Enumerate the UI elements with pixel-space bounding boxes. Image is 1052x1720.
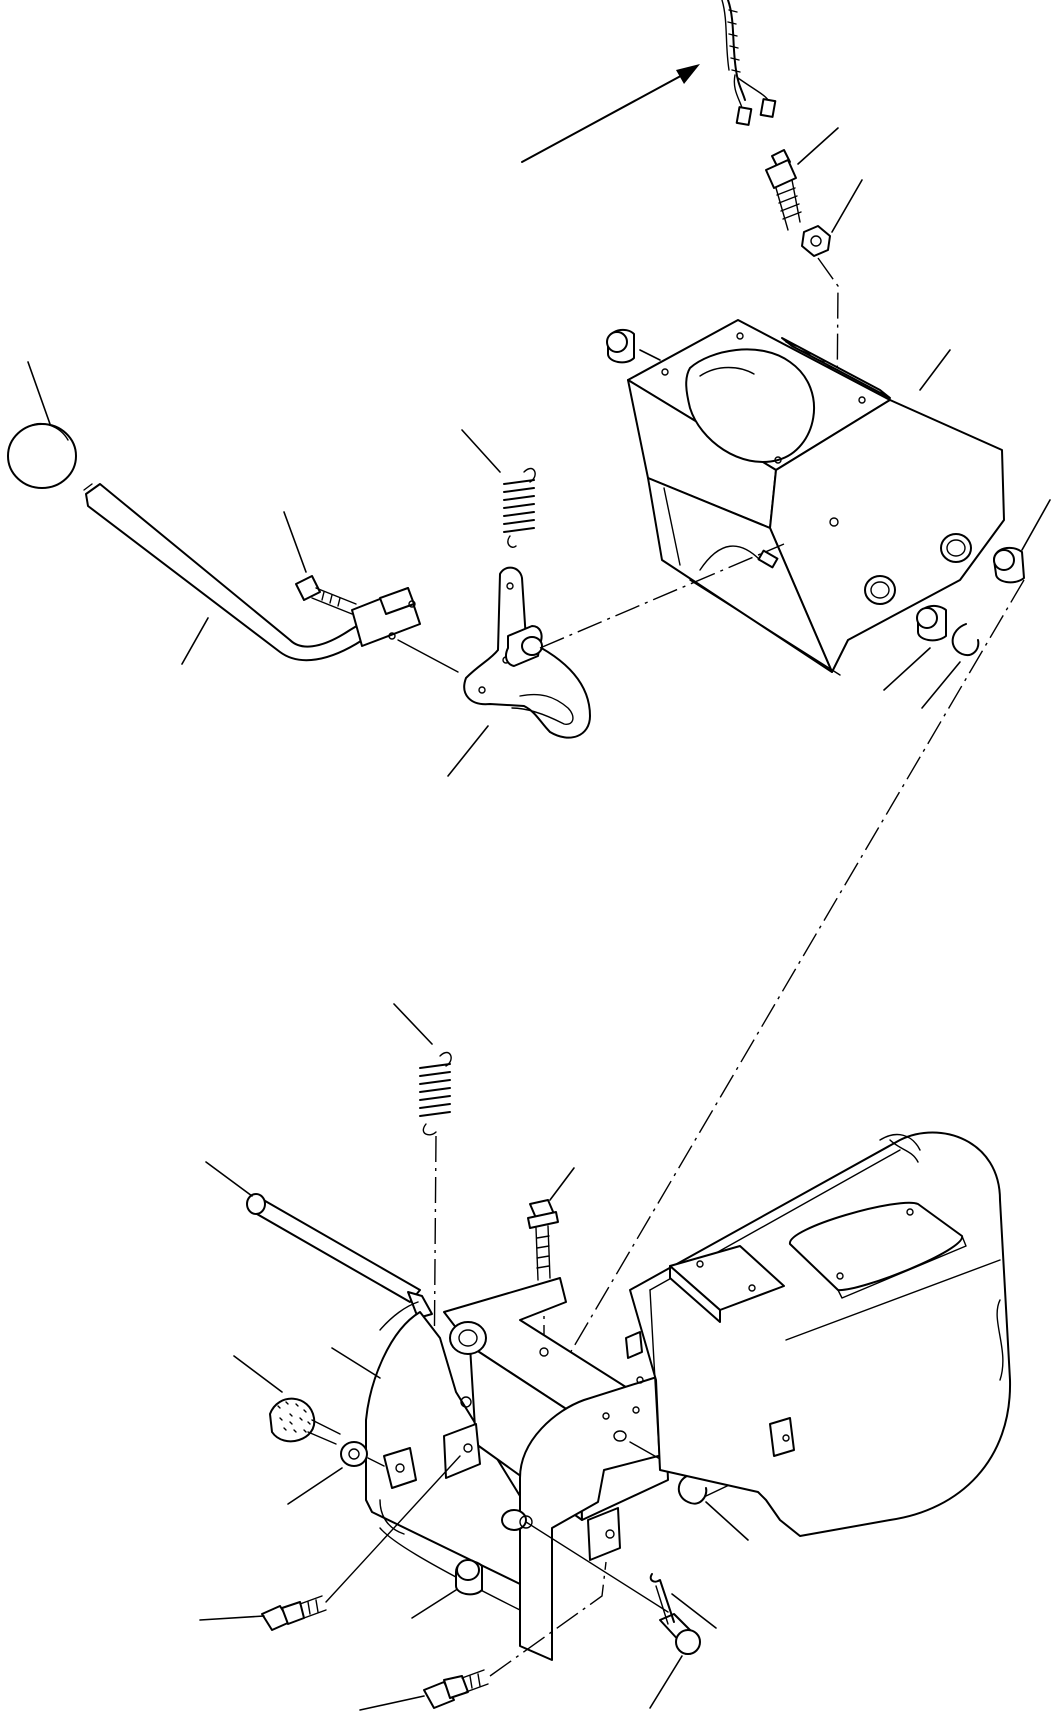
spring-leader-lower (393, 1003, 433, 1045)
cotter-pin-leader (671, 1593, 717, 1629)
direction-arrow (521, 64, 700, 163)
washer-leader (287, 1467, 343, 1505)
bolt (261, 1595, 327, 1631)
lever-plate-leader (447, 725, 489, 777)
spring (419, 1051, 452, 1136)
bushing-guide (639, 349, 661, 361)
knob-leader (27, 361, 51, 425)
collar-leader (1021, 499, 1051, 551)
snap-ring (678, 1473, 708, 1505)
control-lever (83, 483, 421, 662)
plate-to-housing-line (539, 543, 785, 649)
pin (659, 1613, 701, 1655)
bolt (295, 575, 357, 615)
lever-leader (181, 617, 209, 665)
pin (501, 1509, 533, 1531)
lever-to-plate-line (397, 639, 459, 673)
collar-leader-lower (411, 1589, 457, 1619)
shaft-leader (205, 1161, 253, 1197)
wire-harness (721, 0, 777, 126)
thumb-screw-leader (233, 1355, 283, 1393)
lever-bracket (379, 1277, 669, 1661)
collar (993, 546, 1025, 584)
nut-center-line (817, 257, 839, 523)
washer-guide (367, 1457, 385, 1467)
bolt-guide-bottom (489, 1561, 607, 1677)
cotter-pin (649, 1573, 675, 1625)
bushing (606, 328, 635, 364)
washer (340, 1441, 368, 1467)
collar (455, 1559, 483, 1596)
console-body (625, 1131, 1012, 1537)
nut-leader (831, 179, 863, 233)
switch-leader (797, 127, 839, 165)
nut (801, 225, 831, 257)
knob (7, 422, 77, 489)
pin-guide (525, 1521, 669, 1613)
bolt (423, 1669, 489, 1709)
bushing (916, 604, 947, 642)
bolt-leader (283, 511, 307, 573)
bolt-leader-left (199, 1615, 265, 1621)
bolt-leader-vertical (549, 1167, 575, 1201)
alignment-line (565, 579, 1025, 1361)
snap-ring-leader-lower (705, 1501, 749, 1541)
snap-ring-leader (921, 661, 961, 709)
pin-leader (649, 1655, 683, 1709)
small-plate (383, 1447, 417, 1489)
spring-leader (461, 429, 501, 473)
spring (503, 467, 536, 548)
housing-leader (919, 349, 951, 391)
lever-plate (463, 566, 591, 739)
shaft (246, 1193, 433, 1319)
switch (765, 149, 802, 231)
cover-plate-leader (331, 1347, 381, 1379)
bushing-leader (883, 647, 931, 691)
switch-bracket-housing (627, 319, 1005, 676)
snap-ring (951, 623, 980, 656)
bolt-leader-bottom (359, 1695, 425, 1711)
thumb-screw (269, 1397, 341, 1445)
bolt (527, 1199, 559, 1281)
bolt-guide-left (325, 1455, 461, 1603)
